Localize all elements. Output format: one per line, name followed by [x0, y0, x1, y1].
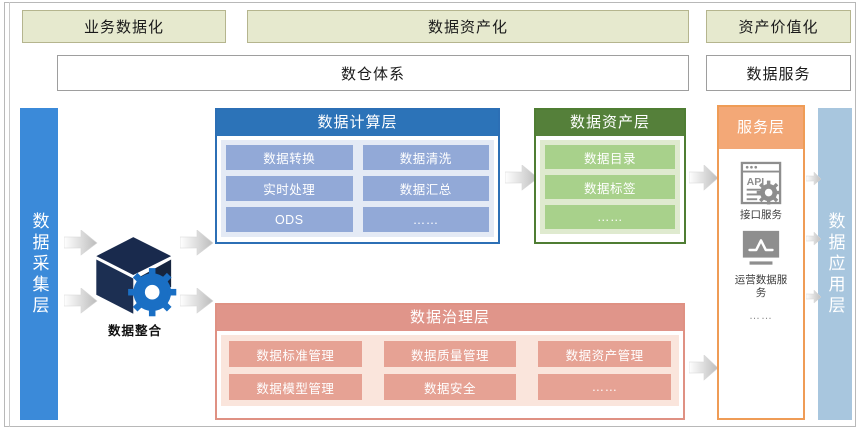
chip-compute-more[interactable]: ……	[362, 207, 489, 232]
chip-data-tags[interactable]: 数据标签	[545, 175, 675, 199]
panel-service-body: API	[723, 153, 799, 414]
banner-data-assetization[interactable]: 数据资产化	[247, 10, 689, 43]
panel-asset-title: 数据资产层	[536, 110, 684, 136]
chip-data-catalog[interactable]: 数据目录	[545, 145, 675, 169]
chip-data-cleansing[interactable]: 数据清洗	[362, 145, 489, 170]
service-more-dots: ……	[749, 310, 773, 322]
panel-governance-body: 数据标准管理 数据质量管理 数据资产管理 数据模型管理 数据安全 ……	[221, 335, 679, 406]
diagram-outer-frame	[4, 2, 856, 427]
chip-data-aggregation[interactable]: 数据汇总	[362, 176, 489, 201]
integration-label: 数据整合	[107, 324, 162, 338]
chip-data-asset-mgmt[interactable]: 数据资产管理	[538, 341, 671, 367]
banner-business-digitization[interactable]: 业务数据化	[22, 10, 226, 43]
subbanner-data-service[interactable]: 数据服务	[706, 55, 851, 91]
chip-realtime-processing[interactable]: 实时处理	[226, 176, 353, 201]
panel-compute-body: 数据转换 数据清洗 实时处理 数据汇总 ODS ……	[221, 140, 494, 237]
service-item-api[interactable]: API	[740, 161, 782, 222]
chip-governance-more[interactable]: ……	[538, 374, 671, 400]
panel-data-asset-layer[interactable]: 数据资产层 数据目录 数据标签 ……	[534, 108, 686, 244]
api-window-gear-icon: API	[740, 161, 782, 205]
service-item-operational-data-label: 运营数据服务	[734, 274, 788, 299]
diagram-inner-rule	[9, 2, 10, 427]
service-item-operational-data[interactable]: 运营数据服务	[732, 228, 790, 300]
chip-data-quality-mgmt[interactable]: 数据质量管理	[383, 341, 517, 367]
rail-data-collection-layer[interactable]: 数据采集层	[20, 108, 58, 420]
monitor-chart-icon	[742, 230, 780, 265]
chip-asset-more[interactable]: ……	[545, 205, 675, 229]
chip-data-security[interactable]: 数据安全	[383, 374, 517, 400]
subbanner-data-warehouse-system[interactable]: 数仓体系	[57, 55, 689, 91]
panel-service-title: 服务层	[719, 107, 803, 149]
chip-ods[interactable]: ODS	[226, 207, 353, 232]
chip-data-model-mgmt[interactable]: 数据模型管理	[229, 374, 362, 400]
cube-gear-icon	[96, 237, 177, 317]
banner-asset-valuation[interactable]: 资产价值化	[706, 10, 851, 43]
integration-block[interactable]: 数据整合	[88, 232, 182, 339]
panel-compute-title: 数据计算层	[217, 110, 498, 136]
rail-data-application-layer[interactable]: 数据应用层	[818, 108, 852, 420]
panel-asset-body: 数据目录 数据标签 ……	[540, 140, 680, 234]
panel-data-compute-layer[interactable]: 数据计算层 数据转换 数据清洗 实时处理 数据汇总 ODS ……	[215, 108, 500, 244]
panel-governance-title: 数据治理层	[217, 305, 683, 331]
panel-data-governance-layer[interactable]: 数据治理层 数据标准管理 数据质量管理 数据资产管理 数据模型管理 数据安全 ……	[215, 303, 685, 420]
chip-data-standard-mgmt[interactable]: 数据标准管理	[229, 341, 362, 367]
panel-service-layer[interactable]: 服务层 API	[717, 105, 805, 420]
service-item-api-label: 接口服务	[740, 209, 782, 221]
chip-data-transform[interactable]: 数据转换	[226, 145, 353, 170]
